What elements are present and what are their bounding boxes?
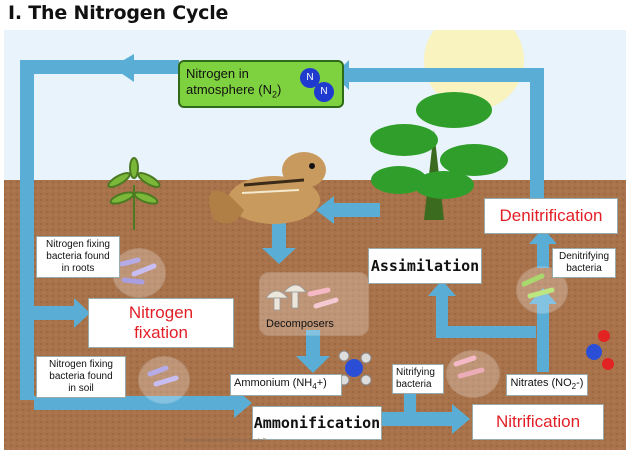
chipmunk [209,152,326,224]
ammonium-charge: +) [316,377,327,389]
arrow-top-left [34,60,179,74]
n-atom-1: N [300,68,320,88]
arrow-head-denitrification [529,228,557,244]
arrow-plant-to-animal [334,203,380,217]
denitrifying-line1: Denitrifying [558,251,610,262]
fixing-roots-line1: Nitrogen fixing [46,239,110,250]
nitrifying-line2: bacteria [396,379,432,390]
ammonium-label: Ammonium (NH4+) [230,374,342,397]
nitrates-label: Nitrates (NO2-) [506,374,588,397]
arrow-denitr-up [537,240,549,268]
arrow-head-nitrification [452,404,470,434]
n-atom-2: N [314,82,334,102]
atmosphere-subscript: 2 [271,89,277,100]
page-title: I. The Nitrogen Cycle [8,2,229,24]
arrow-to-assimilation-h [436,326,536,338]
arrow-to-fixation [34,306,74,320]
nitrifying-label: Nitrifying bacteria [392,364,444,394]
arrow-head-fixation [74,298,90,328]
nitrates-charge: -) [576,377,584,389]
ammonification-label: Ammonification [252,406,382,440]
n2-molecule-icon: N N [300,68,336,104]
arrow-head-animal [316,196,334,224]
arrow-nitrates-up [537,300,549,372]
mushrooms [265,284,307,311]
fixing-roots-line2: bacteria found [46,251,110,262]
arrow-head-decomposers [262,248,296,264]
nitrifying-circle [446,350,500,398]
nitrifying-line1: Nitrifying [396,367,435,378]
atmosphere-line2: atmosphere (N2) [186,82,336,103]
decomposers-circle [259,272,369,336]
arrow-head-assimilation [428,280,456,296]
nitrogen-fixation-label: Nitrogen fixation [88,298,234,348]
nitrogen-cycle-diagram: Nitrogen in atmosphere (N2) N N Nitrogen… [4,30,626,450]
fixation-line1: Nitrogen [128,303,194,322]
fixing-soil-label: Nitrogen fixing bacteria found in soil [36,356,126,398]
atmosphere-box: Nitrogen in atmosphere (N2) N N [178,60,344,108]
arrow-left-vertical [20,60,34,400]
arrow-head-ammonium [296,356,330,373]
ammonium-subscript: 4 [312,382,317,392]
bacteria-decomposers [307,287,339,309]
fixing-soil-line3: in soil [68,383,94,394]
cycle-arrows [20,54,557,434]
atmosphere-text: atmosphere (N [186,82,272,97]
arrow-to-assimilation-v [436,294,448,334]
fixing-roots-label: Nitrogen fixing bacteria found in roots [36,236,120,278]
image-credit: Pearson Education ("Biology Books") [184,438,267,444]
roots-bacteria-circle [112,248,166,298]
fixing-soil-line2: bacteria found [49,371,113,382]
nitrification-label: Nitrification [472,404,604,440]
soil-bacteria-circle [138,356,190,404]
fixing-soil-line1: Nitrogen fixing [49,359,113,370]
arrow-top-right [349,68,544,82]
denitrifying-label: Denitrifying bacteria [552,248,616,278]
decomposers-label: Decomposers [266,318,334,330]
atmosphere-close: ) [277,82,282,97]
arrow-head-left [112,54,134,82]
nitrates-subscript: 2 [571,382,577,392]
fixation-line2: fixation [134,323,188,342]
arrow-ammon-to-nitri [382,412,452,426]
large-plant [370,92,508,220]
arrow-animal-down [272,218,286,252]
arrow-bottom [34,396,234,410]
denitrifying-line2: bacteria [566,263,602,274]
nitrate-molecule [586,330,614,370]
arrow-decomp-down [306,330,320,360]
denitrification-label: Denitrification [484,198,618,234]
seedling [107,157,161,230]
assimilation-label: Assimilation [368,248,482,284]
fixing-roots-line3: in roots [61,263,95,274]
arrow-right-vertical [530,68,544,198]
atmosphere-line1: Nitrogen in [186,66,249,81]
nitrates-text: Nitrates (NO [510,377,572,389]
ammonium-text: Ammonium (NH [234,377,313,389]
